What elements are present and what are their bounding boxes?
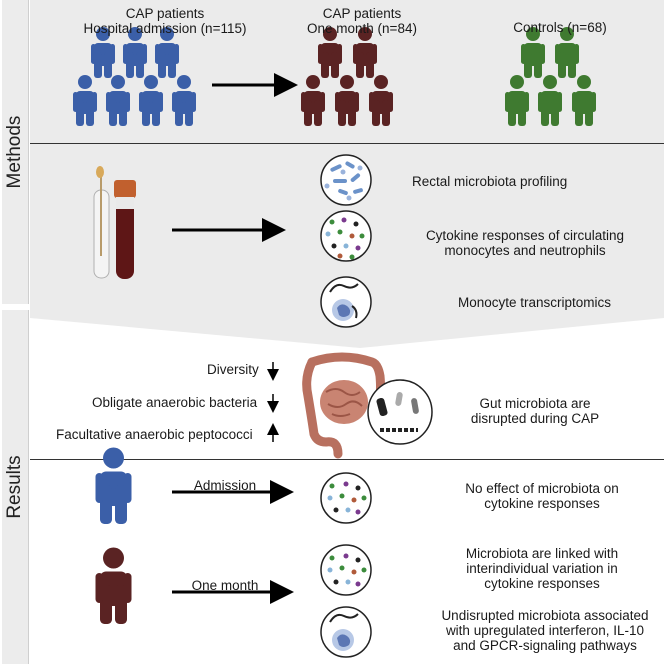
divider-2 <box>30 459 664 460</box>
person-icon <box>505 75 529 126</box>
dots-circle-icon <box>320 210 372 262</box>
dots-circle-icon <box>320 544 372 596</box>
person-icon <box>95 547 132 624</box>
person-icon <box>172 75 196 126</box>
monocyte-rna-icon <box>320 606 372 658</box>
methods-side-label: Methods <box>2 0 29 304</box>
facultative-text: Facultative anaerobic peptococci <box>56 427 253 442</box>
admission-arrow-label: Admission <box>193 478 257 493</box>
transition-wedge <box>30 310 664 348</box>
controls-label: Controls (n=68) <box>513 20 607 35</box>
person-icon <box>301 75 325 126</box>
person-icon <box>538 75 562 126</box>
rectal-profiling-text: Rectal microbiota profiling <box>412 174 568 189</box>
monocyte-rna-icon <box>320 276 372 328</box>
results-side-label: Results <box>2 310 29 664</box>
controls-people <box>505 27 596 126</box>
admission-people <box>73 27 196 126</box>
divider-1 <box>30 143 664 144</box>
dots-circle-icon <box>320 472 372 524</box>
obligate-text: Obligate anaerobic bacteria <box>92 395 258 410</box>
bacteria-circle-icon <box>367 379 433 445</box>
person-icon <box>369 75 393 126</box>
swab-tube-icon <box>93 166 110 279</box>
person-icon <box>95 447 132 524</box>
one-month-people <box>301 27 393 126</box>
person-icon <box>73 75 97 126</box>
person-icon <box>572 75 596 126</box>
blood-tube-icon <box>114 180 136 279</box>
transcriptomics-text: Monocyte transcriptomics <box>458 295 612 310</box>
bacteria-circle-icon <box>320 154 372 206</box>
person-icon <box>335 75 359 126</box>
person-icon <box>139 75 163 126</box>
diversity-text: Diversity <box>207 362 259 377</box>
one-month-arrow-label: One month <box>191 578 259 593</box>
person-icon <box>106 75 130 126</box>
